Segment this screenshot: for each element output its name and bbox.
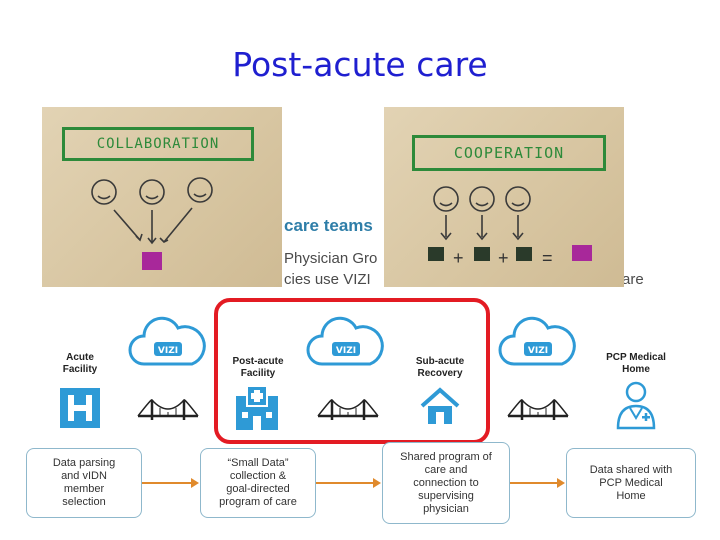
node-label-acute-facility: Acute Facility (62, 352, 98, 375)
node-label-sub-acute-recovery: Sub-acute Recovery (415, 356, 465, 379)
cooperation-photo: COOPERATION + + = (384, 107, 624, 287)
highlight-frame (214, 298, 490, 444)
bridge-icon (137, 399, 199, 420)
collaboration-photo: COLLABORATION (42, 107, 282, 287)
flow-arrow (142, 482, 192, 484)
bridge-icon (507, 399, 569, 420)
vizi-cloud-icon: VIZI (306, 316, 384, 366)
hospital-h-icon (60, 388, 100, 428)
node-label-pcp-medical-home: PCP Medical Home (606, 352, 666, 375)
node-label-post-acute-facility: Post-acute Facility (232, 356, 284, 379)
cooperation-board: COOPERATION (412, 135, 606, 171)
bridge-icon (317, 399, 379, 420)
vizi-cloud-icon: VIZI (498, 316, 576, 366)
collaboration-board: COLLABORATION (62, 127, 254, 161)
vizi-cloud-icon: VIZI (128, 316, 206, 366)
house-icon (420, 387, 460, 424)
step-box-data-parsing: Data parsing and vIDN member selection (26, 448, 142, 518)
collaboration-drawing (91, 177, 213, 270)
equals-sign: = (542, 248, 553, 268)
arrowhead-icon (191, 478, 199, 488)
background-teams-text: care teams (284, 216, 373, 235)
doctor-icon (616, 381, 656, 430)
svg-text:VIZI: VIZI (528, 346, 548, 356)
background-agencies-text: cies use VIZI (284, 271, 371, 288)
background-physician-text: Physician Gro (284, 250, 378, 267)
arrowhead-icon (373, 478, 381, 488)
plus-sign: + (453, 248, 464, 268)
svg-text:VIZI: VIZI (158, 346, 178, 356)
page-title: Post-acute care (232, 45, 488, 84)
flow-arrow (316, 482, 374, 484)
flow-arrow (510, 482, 558, 484)
clinic-building-icon (236, 386, 278, 430)
cooperation-drawing (428, 186, 592, 261)
step-box-shared-program: Shared program of care and connection to… (382, 442, 510, 524)
step-box-data-shared: Data shared with PCP Medical Home (566, 448, 696, 518)
plus-sign: + (498, 248, 509, 268)
arrowhead-icon (557, 478, 565, 488)
background-care-text: are (622, 271, 644, 288)
step-box-small-data: “Small Data” collection & goal-directed … (200, 448, 316, 518)
svg-text:VIZI: VIZI (336, 346, 356, 356)
